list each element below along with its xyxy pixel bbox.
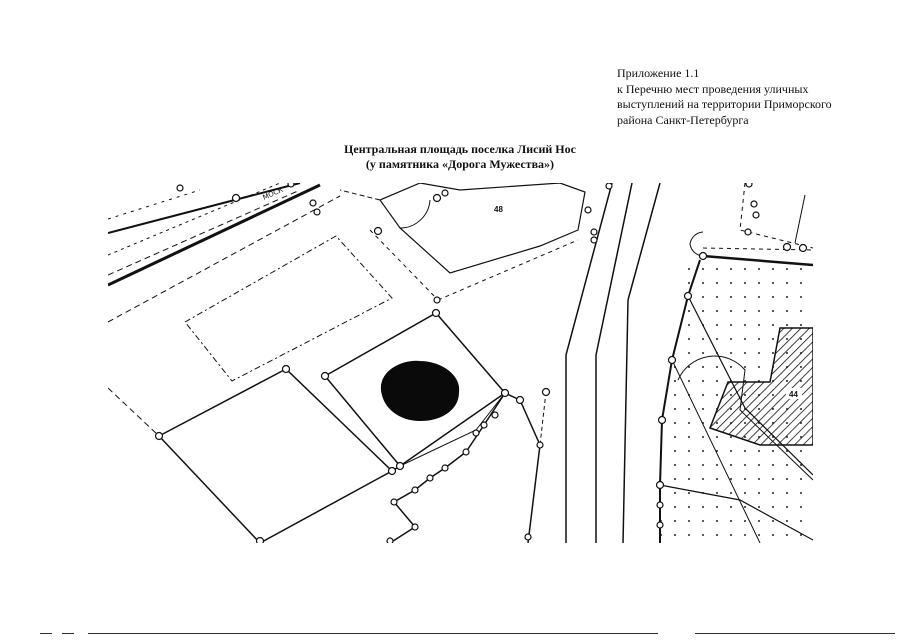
dashed-parcel (184, 235, 393, 382)
building-44-hatched (709, 327, 813, 446)
street-label: МОСК (262, 186, 285, 202)
square-left (157, 368, 394, 543)
map-title: Центральная площадь поселка Лисий Нос (у… (300, 142, 620, 172)
building-number-44: 44 (789, 390, 798, 399)
memorial-monument (380, 360, 460, 422)
annex-description-line: выступлений на территории Приморского (617, 97, 832, 111)
annex-description-line: к Перечню мест проведения уличных (617, 81, 809, 96)
map-lines: МОСК 48 44 (108, 183, 813, 543)
building-number-48: 48 (494, 205, 503, 214)
map-title-line: Центральная площадь поселка Лисий Нос (344, 142, 576, 156)
annex-number: Приложение 1.1 (617, 66, 700, 80)
footer-rule (40, 633, 52, 634)
footer-rule (695, 633, 895, 634)
annex-header: Приложение 1.1 к Перечню мест проведения… (617, 66, 877, 128)
survey-points (154, 183, 808, 543)
map-subtitle-line: (у памятника «Дорога Мужества») (365, 157, 555, 171)
footer-rule (88, 633, 658, 634)
footer-rule (62, 633, 74, 634)
annex-description-line: района Санкт-Петербурга (617, 112, 749, 127)
building-48-outline (379, 183, 586, 274)
